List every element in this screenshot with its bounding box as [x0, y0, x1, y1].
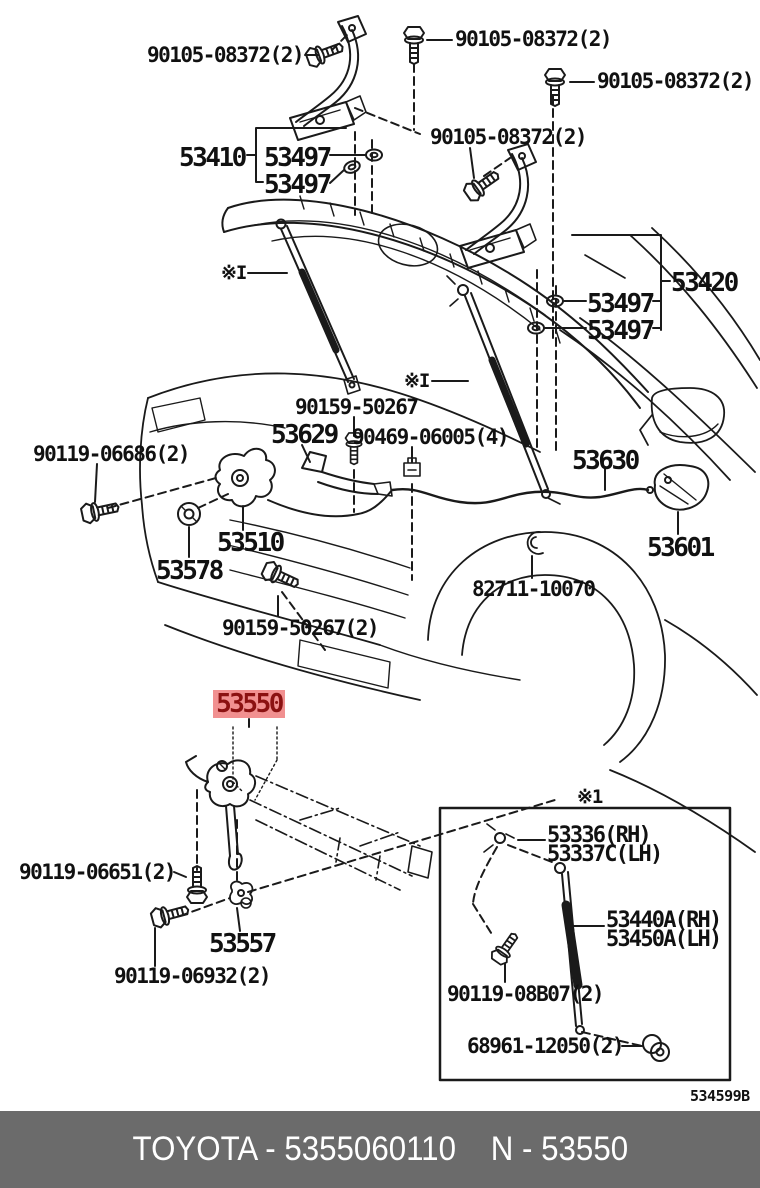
hood-hinge-left: [289, 15, 367, 141]
label-bolt-90105-mid: 90105-08372(2): [430, 125, 588, 149]
footer-bar: TOYOTA - 5355060110 N - 53550: [0, 1111, 760, 1188]
ref-mark-stay-right: ※I: [404, 370, 430, 392]
label-lever-53601: 53601: [647, 533, 715, 563]
label-grommet-53578: 53578: [156, 556, 224, 586]
label-pad-53497-c: 53497: [587, 289, 655, 319]
label-holder-53557: 53557: [209, 929, 277, 959]
ref-mark-inset: ※1: [577, 786, 603, 808]
bolt-icon: [460, 165, 505, 205]
assembly-dashed-lines: [107, 33, 643, 1047]
bolt-icon: [79, 496, 122, 526]
grommet-53578: [177, 502, 201, 526]
label-lock-53510: 53510: [217, 528, 285, 558]
label-bolt-90105-tc: 90105-08372(2): [455, 27, 613, 51]
label-clamp-82711: 82711-10070: [472, 577, 596, 601]
radiator-support-panel: [249, 775, 421, 891]
leader-lines: [94, 39, 679, 1047]
side-mirror: [639, 387, 725, 446]
inset-box: [438, 806, 732, 1082]
label-screw-90159-2: 90159-50267(2): [222, 616, 380, 640]
rod-holder-53557: [229, 880, 254, 909]
label-clip-90469: 90469-06005(4): [352, 425, 510, 449]
car-body-outline: [139, 227, 760, 853]
hood-lock-assembly: [177, 447, 544, 555]
stay-bracket-icon: [483, 823, 515, 853]
label-screw-90159: 90159-50267: [295, 395, 419, 419]
label-bracket-53337: 53337C(LH): [547, 842, 663, 867]
label-support-53629: 53629: [271, 420, 339, 450]
label-screw-90119-06651: 90119-06651(2): [19, 860, 177, 884]
release-lever-53601: [653, 464, 710, 511]
inset-grommet-68961: [642, 1034, 670, 1062]
label-bolt-90105-tr: 90105-08372(2): [597, 69, 755, 93]
label-stay-53450: 53450A(LH): [606, 927, 722, 952]
support-rod-53550: [185, 718, 433, 909]
hood-panel: [221, 195, 649, 409]
hood-hinge-right: [459, 143, 537, 269]
hood-stay-left: [275, 218, 361, 395]
label-pad-53497-a: 53497: [264, 143, 332, 173]
release-cable: [267, 464, 710, 518]
nut-icon: [365, 148, 383, 162]
footer-part-text: TOYOTA - 5355060110 N - 53550: [132, 1130, 628, 1168]
label-bracket-53336: 53336(RH): [547, 823, 652, 848]
bolt-icon: [303, 36, 347, 70]
bolt-icon: [544, 68, 566, 107]
drawing-code: 534599B: [690, 1087, 750, 1105]
hood-stay-right: [446, 275, 561, 505]
label-screw-90119-06932: 90119-06932(2): [114, 964, 272, 988]
label-pad-53497-d: 53497: [587, 316, 655, 346]
nut-icon: [341, 158, 363, 176]
bolt-icon: [186, 865, 208, 904]
inset-gas-stay: [554, 862, 585, 1035]
bolt-icon: [488, 928, 524, 968]
label-cable-53630: 53630: [572, 446, 640, 476]
label-hinge-53420: 53420: [671, 268, 739, 298]
ref-mark-stay-left: ※I: [221, 262, 247, 284]
label-pad-53497-b: 53497: [264, 170, 332, 200]
label-stay-53440: 53440A(RH): [606, 908, 722, 933]
bolt-icon: [258, 558, 303, 595]
label-grommet-68961: 68961-12050(2): [467, 1034, 625, 1058]
label-bolt-90119-08b07: 90119-08B07(2): [447, 982, 605, 1006]
label-bolt-90105-tl: 90105-08372(2): [147, 43, 305, 67]
label-screw-90119-06686: 90119-06686(2): [33, 442, 191, 466]
highlighted-part-53550: 53550: [213, 690, 285, 718]
label-hinge-53410: 53410: [179, 143, 247, 173]
bolt-icon: [403, 26, 425, 65]
